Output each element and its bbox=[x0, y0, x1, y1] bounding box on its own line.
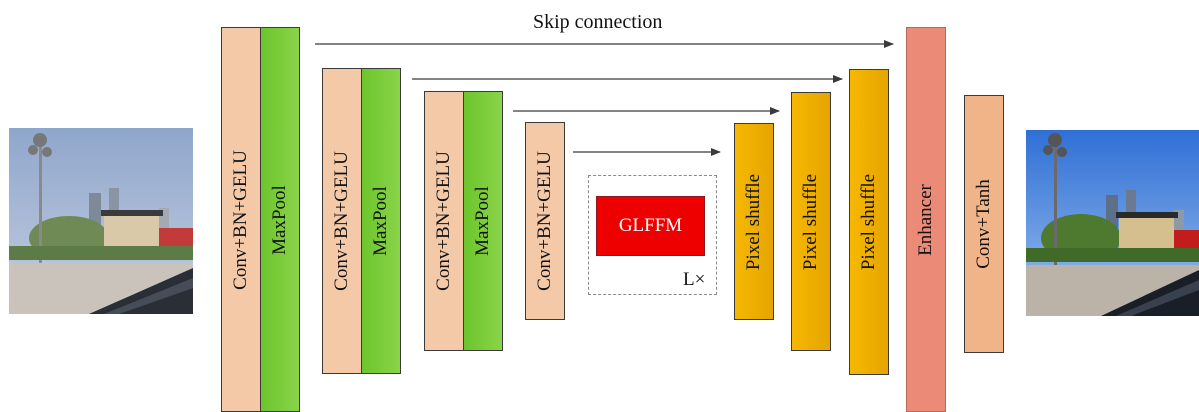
decoder-2-pixel-shuffle-block: Pixel shuffle bbox=[791, 92, 831, 351]
glffm-block: GLFFM bbox=[596, 196, 705, 256]
decoder-3-pixel-shuffle-block: Pixel shuffle bbox=[849, 69, 889, 375]
glffm-label: GLFFM bbox=[618, 215, 683, 236]
decoder-1-pixel-shuffle-block: Pixel shuffle bbox=[734, 123, 774, 320]
encoder-1-maxpool-block: MaxPool bbox=[260, 27, 300, 412]
output-image bbox=[1026, 130, 1199, 316]
skip-connection-label: Skip connection bbox=[533, 11, 663, 33]
enhancer-block: Enhancer bbox=[906, 27, 946, 412]
encoder-3-maxpool-block: MaxPool bbox=[463, 91, 503, 351]
conv-tanh-block: Conv+Tanh bbox=[964, 95, 1004, 353]
encoder-2-maxpool-block: MaxPool bbox=[361, 68, 401, 374]
glffm-repeat-box bbox=[588, 175, 717, 295]
encoder-1-conv-block: Conv+BN+GELU bbox=[221, 27, 261, 412]
encoder-4-conv-block: Conv+BN+GELU bbox=[525, 122, 565, 320]
repeat-count-label: L× bbox=[683, 269, 706, 290]
input-image bbox=[9, 128, 193, 314]
